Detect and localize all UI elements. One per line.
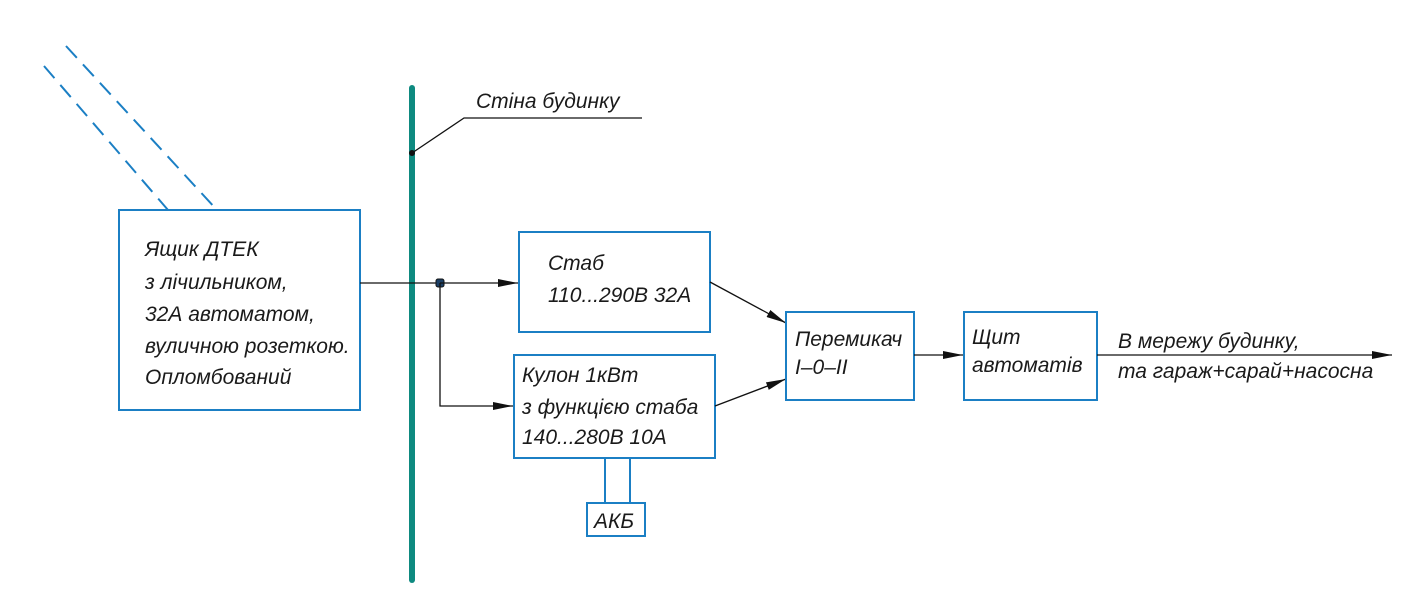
- panel-box-line-2: автоматів: [972, 354, 1083, 377]
- kulon-box-line-1: Кулон 1кВт: [522, 364, 638, 387]
- wall-leader-line: [411, 117, 642, 154]
- switch-box-line-1: Перемикач: [795, 328, 902, 351]
- stab-box-line-2: 110...290В 32А: [548, 284, 691, 307]
- stab-box: [518, 231, 711, 333]
- wall-label: Стіна будинку: [476, 90, 621, 113]
- kulon-box-line-3: 140...280В 10А: [522, 426, 667, 449]
- dtek-box-line-2: з лічильником,: [144, 271, 288, 294]
- service-drop-line-2: [65, 45, 218, 211]
- kulon-box: [513, 354, 716, 459]
- panel-box: [963, 311, 1098, 401]
- kulon-to-switch-arrow: [714, 378, 787, 407]
- stab-box-line-1: Стаб: [548, 252, 605, 275]
- battery-box: [586, 502, 646, 537]
- kulon-box-line-2: з функцією стаба: [521, 396, 698, 419]
- dtek-box-line-5: Опломбований: [145, 366, 292, 389]
- switch-box-line-2: I–0–II: [795, 356, 848, 379]
- stab-to-switch-arrow: [709, 281, 787, 324]
- output-label-line-2: та гараж+сарай+насосна: [1118, 360, 1373, 383]
- panel-box-line-1: Щит: [972, 326, 1021, 349]
- dtek-box-line-4: вуличною розеткою.: [145, 335, 350, 358]
- service-drop-line-1: [43, 65, 169, 211]
- battery-label: АКБ: [592, 510, 634, 533]
- wall-leader-dot: [409, 150, 415, 156]
- dtek-box-line-3: 32А автоматом,: [145, 303, 315, 326]
- output-label-line-1: В мережу будинку,: [1118, 330, 1300, 353]
- switch-box: [785, 311, 915, 401]
- dtek-box: [118, 209, 361, 411]
- dtek-box-line-1: Ящик ДТЕК: [144, 238, 260, 261]
- feed-to-kulon-arrow: [439, 283, 513, 410]
